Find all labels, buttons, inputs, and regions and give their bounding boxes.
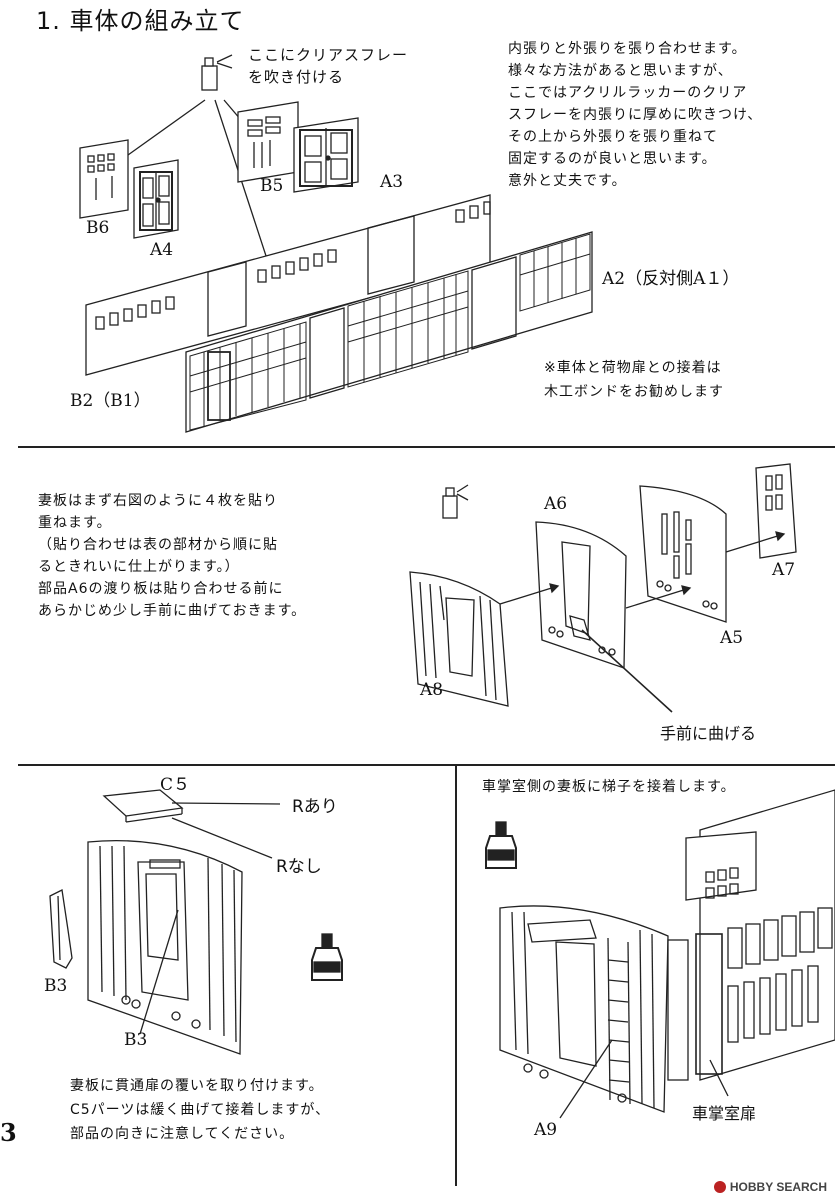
pointer-line (171, 817, 273, 859)
part-a5-drawing (639, 485, 727, 623)
spray-can-icon (201, 54, 233, 91)
label-b2: B2（B1） (70, 391, 151, 411)
section-divider-1 (18, 446, 835, 448)
part-b3-side-drawing (49, 889, 73, 969)
label-a4: A4 (150, 240, 174, 260)
label-conductor-door: 車掌室扉 (692, 1104, 757, 1123)
section-divider-3 (455, 766, 457, 1186)
label-a5: A5 (720, 628, 744, 648)
bend-pointer-line (581, 629, 673, 713)
part-a7-drawing (755, 463, 797, 559)
label-r-ari: Rあり (292, 797, 338, 817)
pointer-line (559, 1039, 613, 1119)
pointer-line (127, 99, 206, 156)
label-c5: C５ (160, 775, 191, 795)
label-b5: B5 (260, 176, 284, 196)
section-divider-2 (18, 764, 835, 766)
label-a3: A3 (380, 172, 404, 192)
section-heading: 1. 車体の組み立て (36, 7, 245, 35)
label-b3: B3 (124, 1030, 148, 1050)
spray-note: ここにクリアスフレー を吹き付ける (248, 46, 409, 86)
label-r-nashi: Rなし (276, 857, 322, 877)
label-a7: A7 (772, 560, 796, 580)
label-a9: A9 (534, 1120, 558, 1140)
section3-instructions: 妻板に貫通扉の覆いを取り付けます。 C5パーツは緩く曲げて接着しますが、 部品の… (70, 1078, 331, 1142)
pointer-line (171, 802, 281, 805)
label-a6: A6 (544, 494, 568, 514)
label-a8: A8 (420, 680, 444, 700)
pointer-line (139, 909, 179, 1035)
label-b6: B6 (86, 218, 110, 238)
part-b6-drawing (79, 139, 129, 219)
pointer-line (709, 1059, 729, 1097)
part-b5-drawing (237, 101, 299, 183)
spray-can-icon (442, 484, 469, 519)
glue-bottle-icon (485, 821, 517, 869)
glue-bottle-icon (311, 933, 343, 981)
bond-note: ※車体と荷物扉との接着は 木工ボンドをお勧めします (544, 360, 724, 400)
section1-instructions: 内張りと外張りを張り合わせます。 様々な方法があると思いますが、 ここではアクリ… (508, 41, 763, 189)
part-a2-drawing (185, 231, 593, 433)
end-wall-drawing (87, 839, 243, 1055)
section2-instructions: 妻板はまず右図のように４枚を貼り 重ねます。 （貼り合わせは表の部材から順に貼 … (38, 493, 307, 619)
part-a8-drawing (409, 571, 509, 707)
section4-instructions: 車掌室側の妻板に梯子を接着します。 (482, 779, 736, 795)
car-body-drawing (499, 789, 835, 1113)
watermark: HOBBY SEARCH (713, 1180, 827, 1194)
label-bend: 手前に曲げる (660, 724, 757, 743)
assembly-arrow (499, 531, 786, 609)
label-a2: A2（反対側A１） (602, 269, 740, 289)
part-a4-drawing (133, 159, 179, 239)
part-b2-drawing (85, 194, 491, 376)
label-b3-side: B3 (44, 976, 68, 996)
part-a6-drawing (535, 521, 627, 669)
watermark-logo-icon (713, 1181, 726, 1193)
part-c5-drawing (102, 789, 184, 823)
page-number: 3 (0, 1118, 17, 1147)
part-a3-drawing (293, 117, 359, 193)
watermark-text: HOBBY SEARCH (729, 1180, 827, 1194)
